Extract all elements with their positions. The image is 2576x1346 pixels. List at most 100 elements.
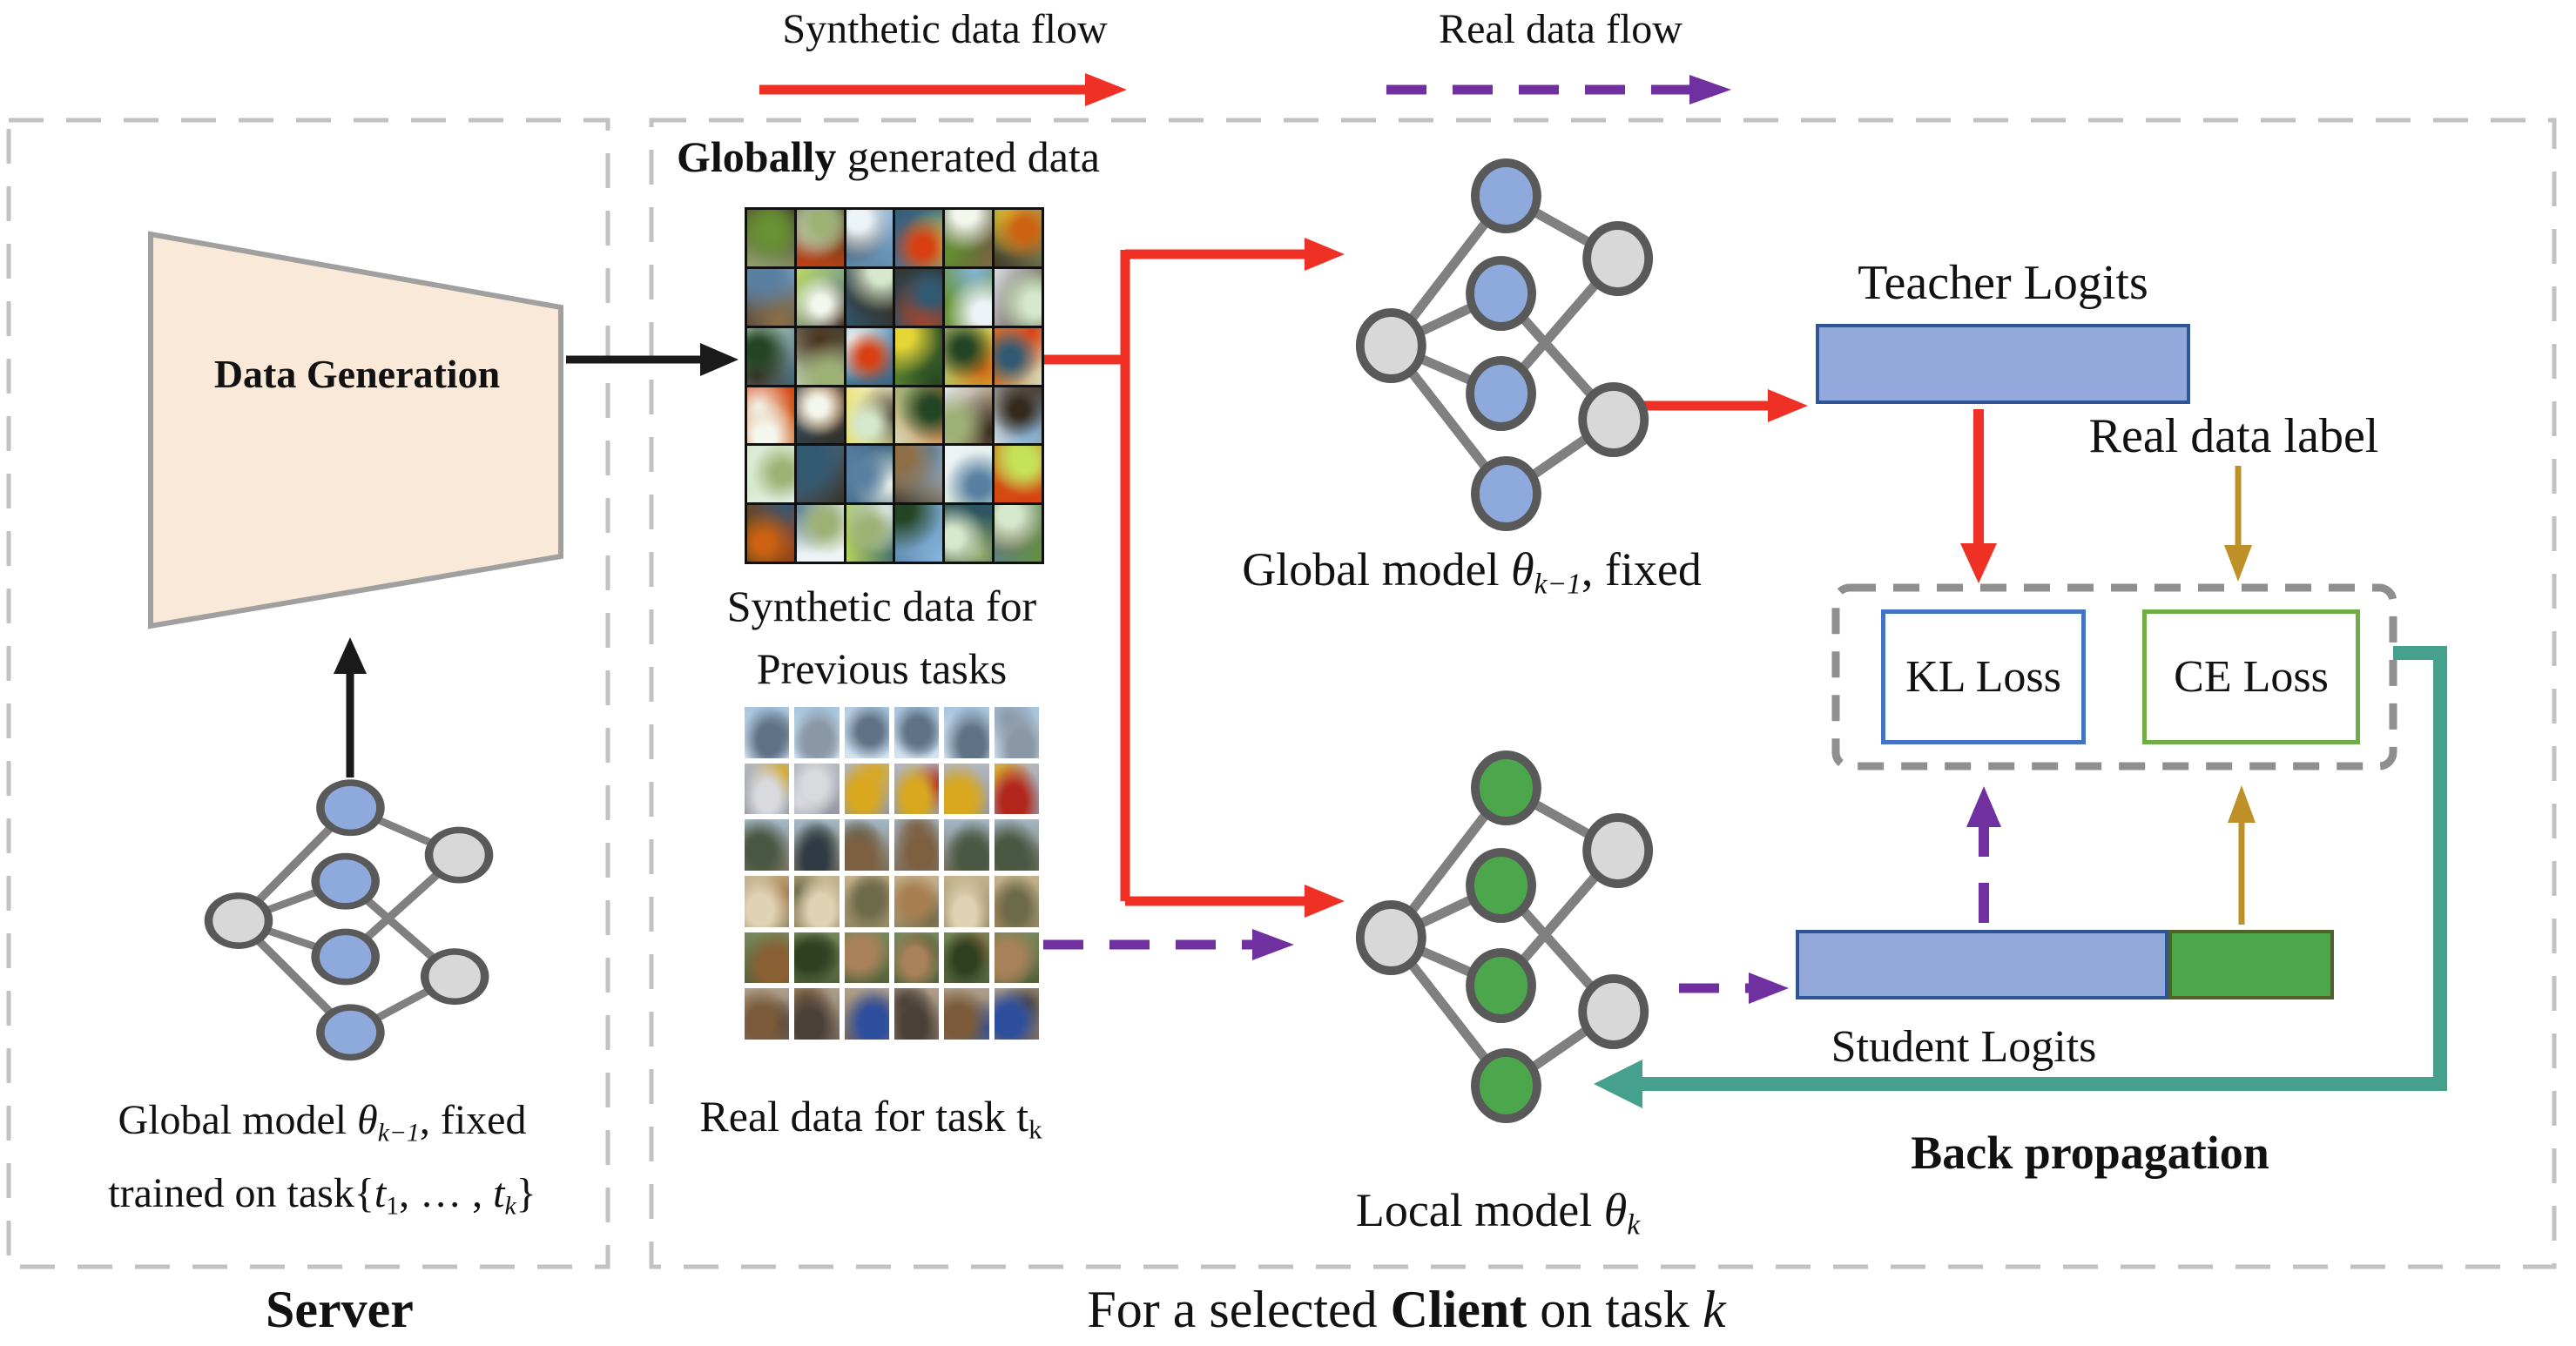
grid-cell — [747, 210, 794, 266]
globally-generated-heading: Globally generated data — [677, 132, 1100, 181]
server-panel-border — [6, 118, 610, 1269]
grid-cell — [745, 876, 790, 927]
grid-cell — [747, 387, 794, 444]
network-hidden-node — [311, 852, 380, 910]
grid-cell — [796, 327, 844, 385]
real-flow-legend-label: Real data flow — [1439, 6, 1682, 52]
grid-cell — [994, 819, 1039, 871]
grid-cell — [994, 763, 1039, 815]
teacher-to-kl-arrow — [1960, 409, 1997, 583]
network-hidden-node — [1466, 356, 1536, 431]
real-flow-arrow — [1386, 75, 1731, 104]
grid-cell — [995, 446, 1042, 503]
loss-group-border — [1831, 583, 2397, 771]
grid-cell — [844, 819, 889, 871]
network-io-node — [1582, 221, 1654, 296]
ce-loss-box: CE Loss — [2142, 609, 2360, 744]
grid-cell — [894, 707, 940, 758]
network-hidden-node — [1471, 750, 1541, 825]
grid-cell — [745, 932, 790, 984]
grid-cell — [745, 988, 790, 1040]
grid-cell — [894, 876, 940, 927]
grid-cell — [995, 210, 1042, 266]
generation-to-data-arrow — [566, 343, 738, 376]
grid-cell — [794, 707, 840, 758]
ce-loss-label: CE Loss — [2174, 652, 2329, 702]
grid-cell — [994, 932, 1039, 984]
synthetic-data-flow-path — [1042, 238, 1345, 918]
grid-cell — [894, 932, 940, 984]
grid-cell — [844, 707, 889, 758]
grid-cell — [945, 505, 993, 562]
grid-cell — [895, 268, 943, 326]
server-model-label: Global model θk−1, fixed trained on task… — [17, 1090, 627, 1237]
student-logits-label: Student Logits — [1831, 1022, 2097, 1072]
kl-loss-label: KL Loss — [1905, 652, 2061, 702]
grid-cell — [745, 707, 790, 758]
grid-cell — [794, 932, 840, 984]
network-io-node — [204, 892, 273, 949]
grid-cell — [747, 505, 794, 562]
kl-loss-box: KL Loss — [1881, 609, 2086, 744]
grid-cell — [945, 387, 993, 444]
grid-cell — [844, 763, 889, 815]
grid-cell — [846, 268, 894, 326]
grid-cell — [944, 819, 989, 871]
grid-cell — [895, 505, 943, 562]
synthetic-caption-line2: Previous tasks — [756, 644, 1008, 693]
student-to-ce-arrow — [2228, 785, 2256, 925]
grid-cell — [794, 876, 840, 927]
grid-cell — [796, 446, 844, 503]
real-data-label: Real data label — [2088, 409, 2379, 463]
network-hidden-node — [1466, 848, 1536, 923]
synthetic-data-grid — [745, 207, 1044, 564]
label-to-ce-arrow — [2224, 466, 2252, 582]
grid-cell — [844, 988, 889, 1040]
grid-cell — [846, 505, 894, 562]
grid-cell — [844, 932, 889, 984]
grid-cell — [796, 210, 844, 266]
grid-cell — [796, 505, 844, 562]
grid-cell — [995, 327, 1042, 385]
grid-cell — [944, 988, 989, 1040]
network-io-node — [1355, 900, 1426, 975]
grid-cell — [994, 876, 1039, 927]
network-hidden-node — [1471, 456, 1541, 531]
client-caption: For a selected Client on task k — [1087, 1281, 1726, 1338]
grid-cell — [944, 876, 989, 927]
server-caption: Server — [266, 1281, 414, 1338]
student-to-kl-arrow — [1966, 786, 2001, 923]
grid-cell — [944, 932, 989, 984]
real-data-grid — [745, 707, 1039, 1040]
grid-cell — [796, 268, 844, 326]
grid-cell — [995, 387, 1042, 444]
data-generation-label: Data Generation — [213, 352, 501, 396]
grid-cell — [895, 210, 943, 266]
grid-cell — [844, 876, 889, 927]
client-global-model-label: Global model θk−1, fixed — [1242, 543, 1702, 601]
synthetic-caption-line1: Synthetic data for — [726, 582, 1037, 630]
student-logits-bar-new-classes — [2168, 930, 2334, 999]
teacher-logits-label: Teacher Logits — [1858, 256, 2148, 310]
local-to-student-arrow — [1679, 972, 1789, 1004]
network-hidden-node — [1471, 158, 1541, 233]
grid-cell — [994, 707, 1039, 758]
grid-cell — [846, 327, 894, 385]
grid-cell — [944, 763, 989, 815]
grid-cell — [894, 819, 940, 871]
student-logits-bar-old-classes — [1796, 930, 2168, 999]
server-model-network — [204, 779, 494, 1061]
grid-cell — [747, 268, 794, 326]
network-hidden-node — [316, 779, 385, 837]
teacher-logits-bar — [1816, 324, 2190, 404]
grid-cell — [945, 268, 993, 326]
grid-cell — [995, 268, 1042, 326]
grid-cell — [745, 819, 790, 871]
grid-cell — [747, 446, 794, 503]
grid-cell — [994, 988, 1039, 1040]
grid-cell — [995, 505, 1042, 562]
grid-cell — [794, 819, 840, 871]
grid-cell — [944, 707, 989, 758]
